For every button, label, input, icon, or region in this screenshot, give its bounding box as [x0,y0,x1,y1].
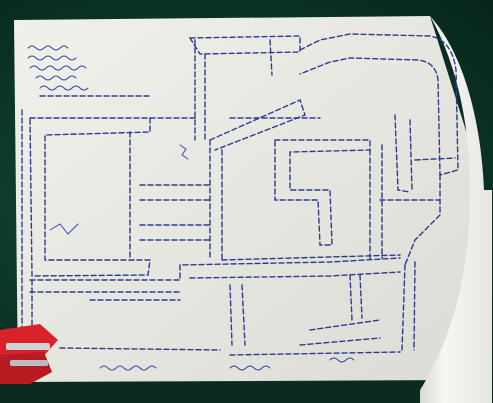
paper-sheet [14,16,472,382]
table-edge [0,382,420,403]
map-scribbles [27,45,355,371]
paper-curl [412,16,492,403]
map-drawing [21,33,459,371]
binder-clip [0,324,58,384]
